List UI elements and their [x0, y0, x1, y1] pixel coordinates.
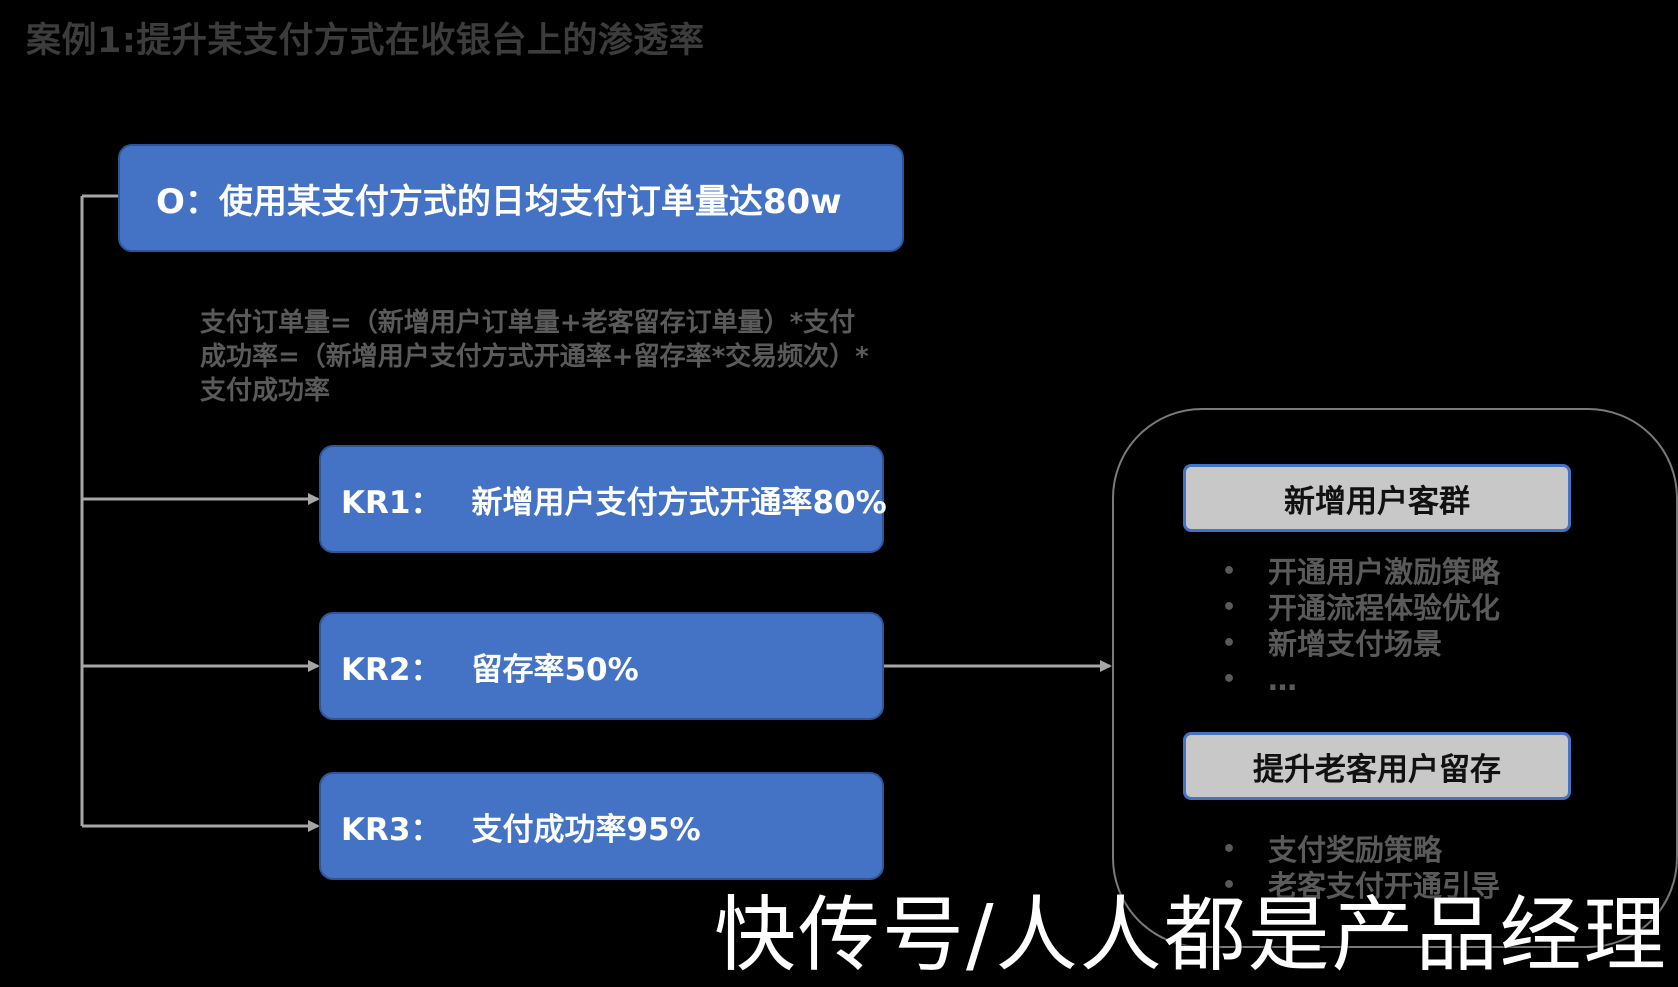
group-title-returning-users: 提升老客用户留存 — [1253, 751, 1501, 788]
returning-users-strategy-list: • 支付奖励策略 • 老客支付开通引导 — [1222, 832, 1500, 904]
list-item-text: 老客支付开通引导 — [1268, 869, 1501, 903]
kr1-text: 新增用户支付方式开通率80% — [471, 484, 887, 521]
bullet-icon: • — [1222, 595, 1237, 620]
kr3-text: 支付成功率95% — [471, 811, 701, 848]
group-title-new-users: 新增用户客群 — [1284, 483, 1470, 520]
kr2-key: KR2： — [341, 651, 442, 688]
kr3-key: KR3： — [341, 811, 442, 848]
list-item-text: 新增支付场景 — [1268, 627, 1443, 661]
page-title: 案例1:提升某支付方式在收银台上的渗透率 — [26, 21, 705, 61]
formula-text: 支付订单量=（新增用户订单量+老客留存订单量）*支付成功率=（新增用户支付方式开… — [200, 308, 869, 406]
kr3-box: KR3： 支付成功率95% — [319, 772, 884, 880]
list-item: • 开通流程体验优化 — [1222, 590, 1500, 626]
list-item: • 开通用户激励策略 — [1222, 554, 1500, 590]
group-box-returning-users: 提升老客用户留存 — [1183, 732, 1571, 800]
kr2-box: KR2： 留存率50% — [319, 612, 884, 720]
new-users-strategy-list: •开通用户激励策略 •开通流程体验优化 •新增支付场景 •… — [1222, 554, 1500, 698]
bullet-icon: • — [1222, 837, 1237, 862]
list-item-text: … — [1268, 663, 1297, 697]
watermark-text: 快传号/人人都是产品经理 — [714, 888, 1668, 983]
list-item: • 新增支付场景 — [1222, 626, 1500, 662]
objective-label: O：使用某支付方式的日均支付订单量达80w — [156, 181, 842, 222]
connector-lines — [80, 194, 1112, 832]
kr1-key: KR1： — [341, 484, 442, 521]
bullet-icon: • — [1222, 559, 1237, 584]
list-item: •… — [1222, 662, 1500, 698]
kr2-text: 留存率50% — [471, 651, 639, 688]
kr1-box: KR1： 新增用户支付方式开通率80% — [319, 445, 887, 553]
list-item-text: 开通流程体验优化 — [1268, 591, 1501, 625]
objective-box: O：使用某支付方式的日均支付订单量达80w — [118, 144, 904, 252]
list-item: • 老客支付开通引导 — [1222, 868, 1500, 904]
bullet-icon: • — [1222, 873, 1237, 898]
list-item-text: 开通用户激励策略 — [1268, 555, 1501, 589]
strategy-group-panel — [1112, 408, 1678, 948]
list-item: • 支付奖励策略 — [1222, 832, 1500, 868]
bullet-icon: • — [1222, 667, 1237, 692]
list-item-text: 支付奖励策略 — [1268, 833, 1443, 867]
bullet-icon: • — [1222, 631, 1237, 656]
group-box-new-users: 新增用户客群 — [1183, 464, 1571, 532]
